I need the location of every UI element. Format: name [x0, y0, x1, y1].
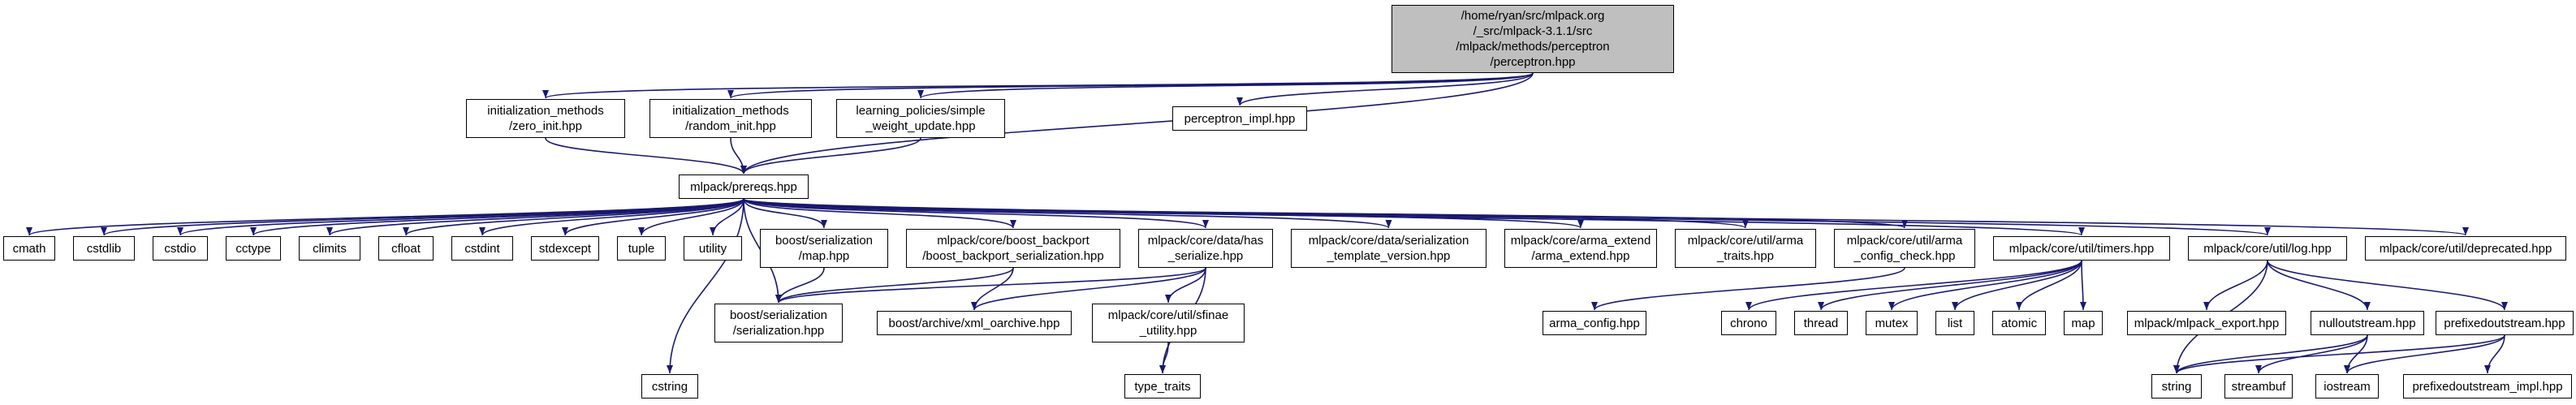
node-type-traits[interactable]: type_traits: [1124, 374, 1201, 399]
node-prefixedoutstream-hpp[interactable]: prefixedoutstream.hpp: [2436, 311, 2574, 335]
node-zero-init-hpp[interactable]: initialization_methods /zero_init.hpp: [466, 99, 625, 138]
node-cstdlib[interactable]: cstdlib: [73, 236, 135, 261]
node-serialization-template-version-hpp[interactable]: mlpack/core/data/serialization _template…: [1291, 229, 1486, 268]
node-mlpack-export-hpp[interactable]: mlpack/mlpack_export.hpp: [2127, 311, 2286, 335]
node-prefixedoutstream-impl-hpp[interactable]: prefixedoutstream_impl.hpp: [2403, 374, 2572, 399]
node-iostream[interactable]: iostream: [2315, 374, 2379, 399]
node-climits[interactable]: climits: [299, 236, 360, 261]
node-tuple[interactable]: tuple: [617, 236, 666, 261]
node-cmath[interactable]: cmath: [3, 236, 55, 261]
node-xml-oarchive-hpp[interactable]: boost/archive/xml_oarchive.hpp: [877, 311, 1072, 335]
node-boost-serialization-hpp[interactable]: boost/serialization /serialization.hpp: [714, 304, 843, 343]
node-arma-config-check-hpp[interactable]: mlpack/core/util/arma _config_check.hpp: [1834, 229, 1975, 268]
node-timers-hpp[interactable]: mlpack/core/util/timers.hpp: [1993, 236, 2170, 261]
node-string[interactable]: string: [2151, 374, 2202, 399]
node-perceptron-impl-hpp[interactable]: perceptron_impl.hpp: [1172, 106, 1307, 131]
node-prereqs-hpp[interactable]: mlpack/prereqs.hpp: [679, 174, 809, 199]
node-atomic[interactable]: atomic: [1992, 311, 2046, 335]
node-cstring[interactable]: cstring: [641, 374, 698, 399]
node-arma-extend-hpp[interactable]: mlpack/core/arma_extend /arma_extend.hpp: [1504, 229, 1657, 268]
node-deprecated-hpp[interactable]: mlpack/core/util/deprecated.hpp: [2365, 236, 2566, 261]
node-map[interactable]: map: [2064, 311, 2103, 335]
node-cstdint[interactable]: cstdint: [451, 236, 513, 261]
node-perceptron-hpp: /home/ryan/src/mlpack.org /_src/mlpack-3…: [1392, 5, 1674, 73]
node-random-init-hpp[interactable]: initialization_methods /random_init.hpp: [649, 99, 812, 138]
node-stdexcept[interactable]: stdexcept: [531, 236, 599, 261]
node-chrono[interactable]: chrono: [1721, 311, 1776, 335]
node-list[interactable]: list: [1935, 311, 1974, 335]
node-cctype[interactable]: cctype: [226, 236, 281, 261]
node-has-serialize-hpp[interactable]: mlpack/core/data/has _serialize.hpp: [1138, 229, 1273, 268]
node-thread[interactable]: thread: [1794, 311, 1848, 335]
node-boost-backport-serialization-hpp[interactable]: mlpack/core/boost_backport /boost_backpo…: [906, 229, 1120, 268]
node-arma-config-hpp[interactable]: arma_config.hpp: [1543, 311, 1646, 335]
node-mutex[interactable]: mutex: [1866, 311, 1918, 335]
node-boost-serialization-map-hpp[interactable]: boost/serialization /map.hpp: [760, 229, 888, 268]
node-simple-weight-update-hpp[interactable]: learning_policies/simple _weight_update.…: [836, 99, 1005, 138]
node-arma-traits-hpp[interactable]: mlpack/core/util/arma _traits.hpp: [1675, 229, 1816, 268]
node-log-hpp[interactable]: mlpack/core/util/log.hpp: [2188, 236, 2347, 261]
node-streambuf[interactable]: streambuf: [2224, 374, 2293, 399]
node-nulloutstream-hpp[interactable]: nulloutstream.hpp: [2311, 311, 2424, 335]
node-cstdio[interactable]: cstdio: [153, 236, 208, 261]
node-sfinae-utility-hpp[interactable]: mlpack/core/util/sfinae _utility.hpp: [1092, 304, 1245, 343]
node-utility[interactable]: utility: [684, 236, 742, 261]
node-cfloat[interactable]: cfloat: [378, 236, 434, 261]
